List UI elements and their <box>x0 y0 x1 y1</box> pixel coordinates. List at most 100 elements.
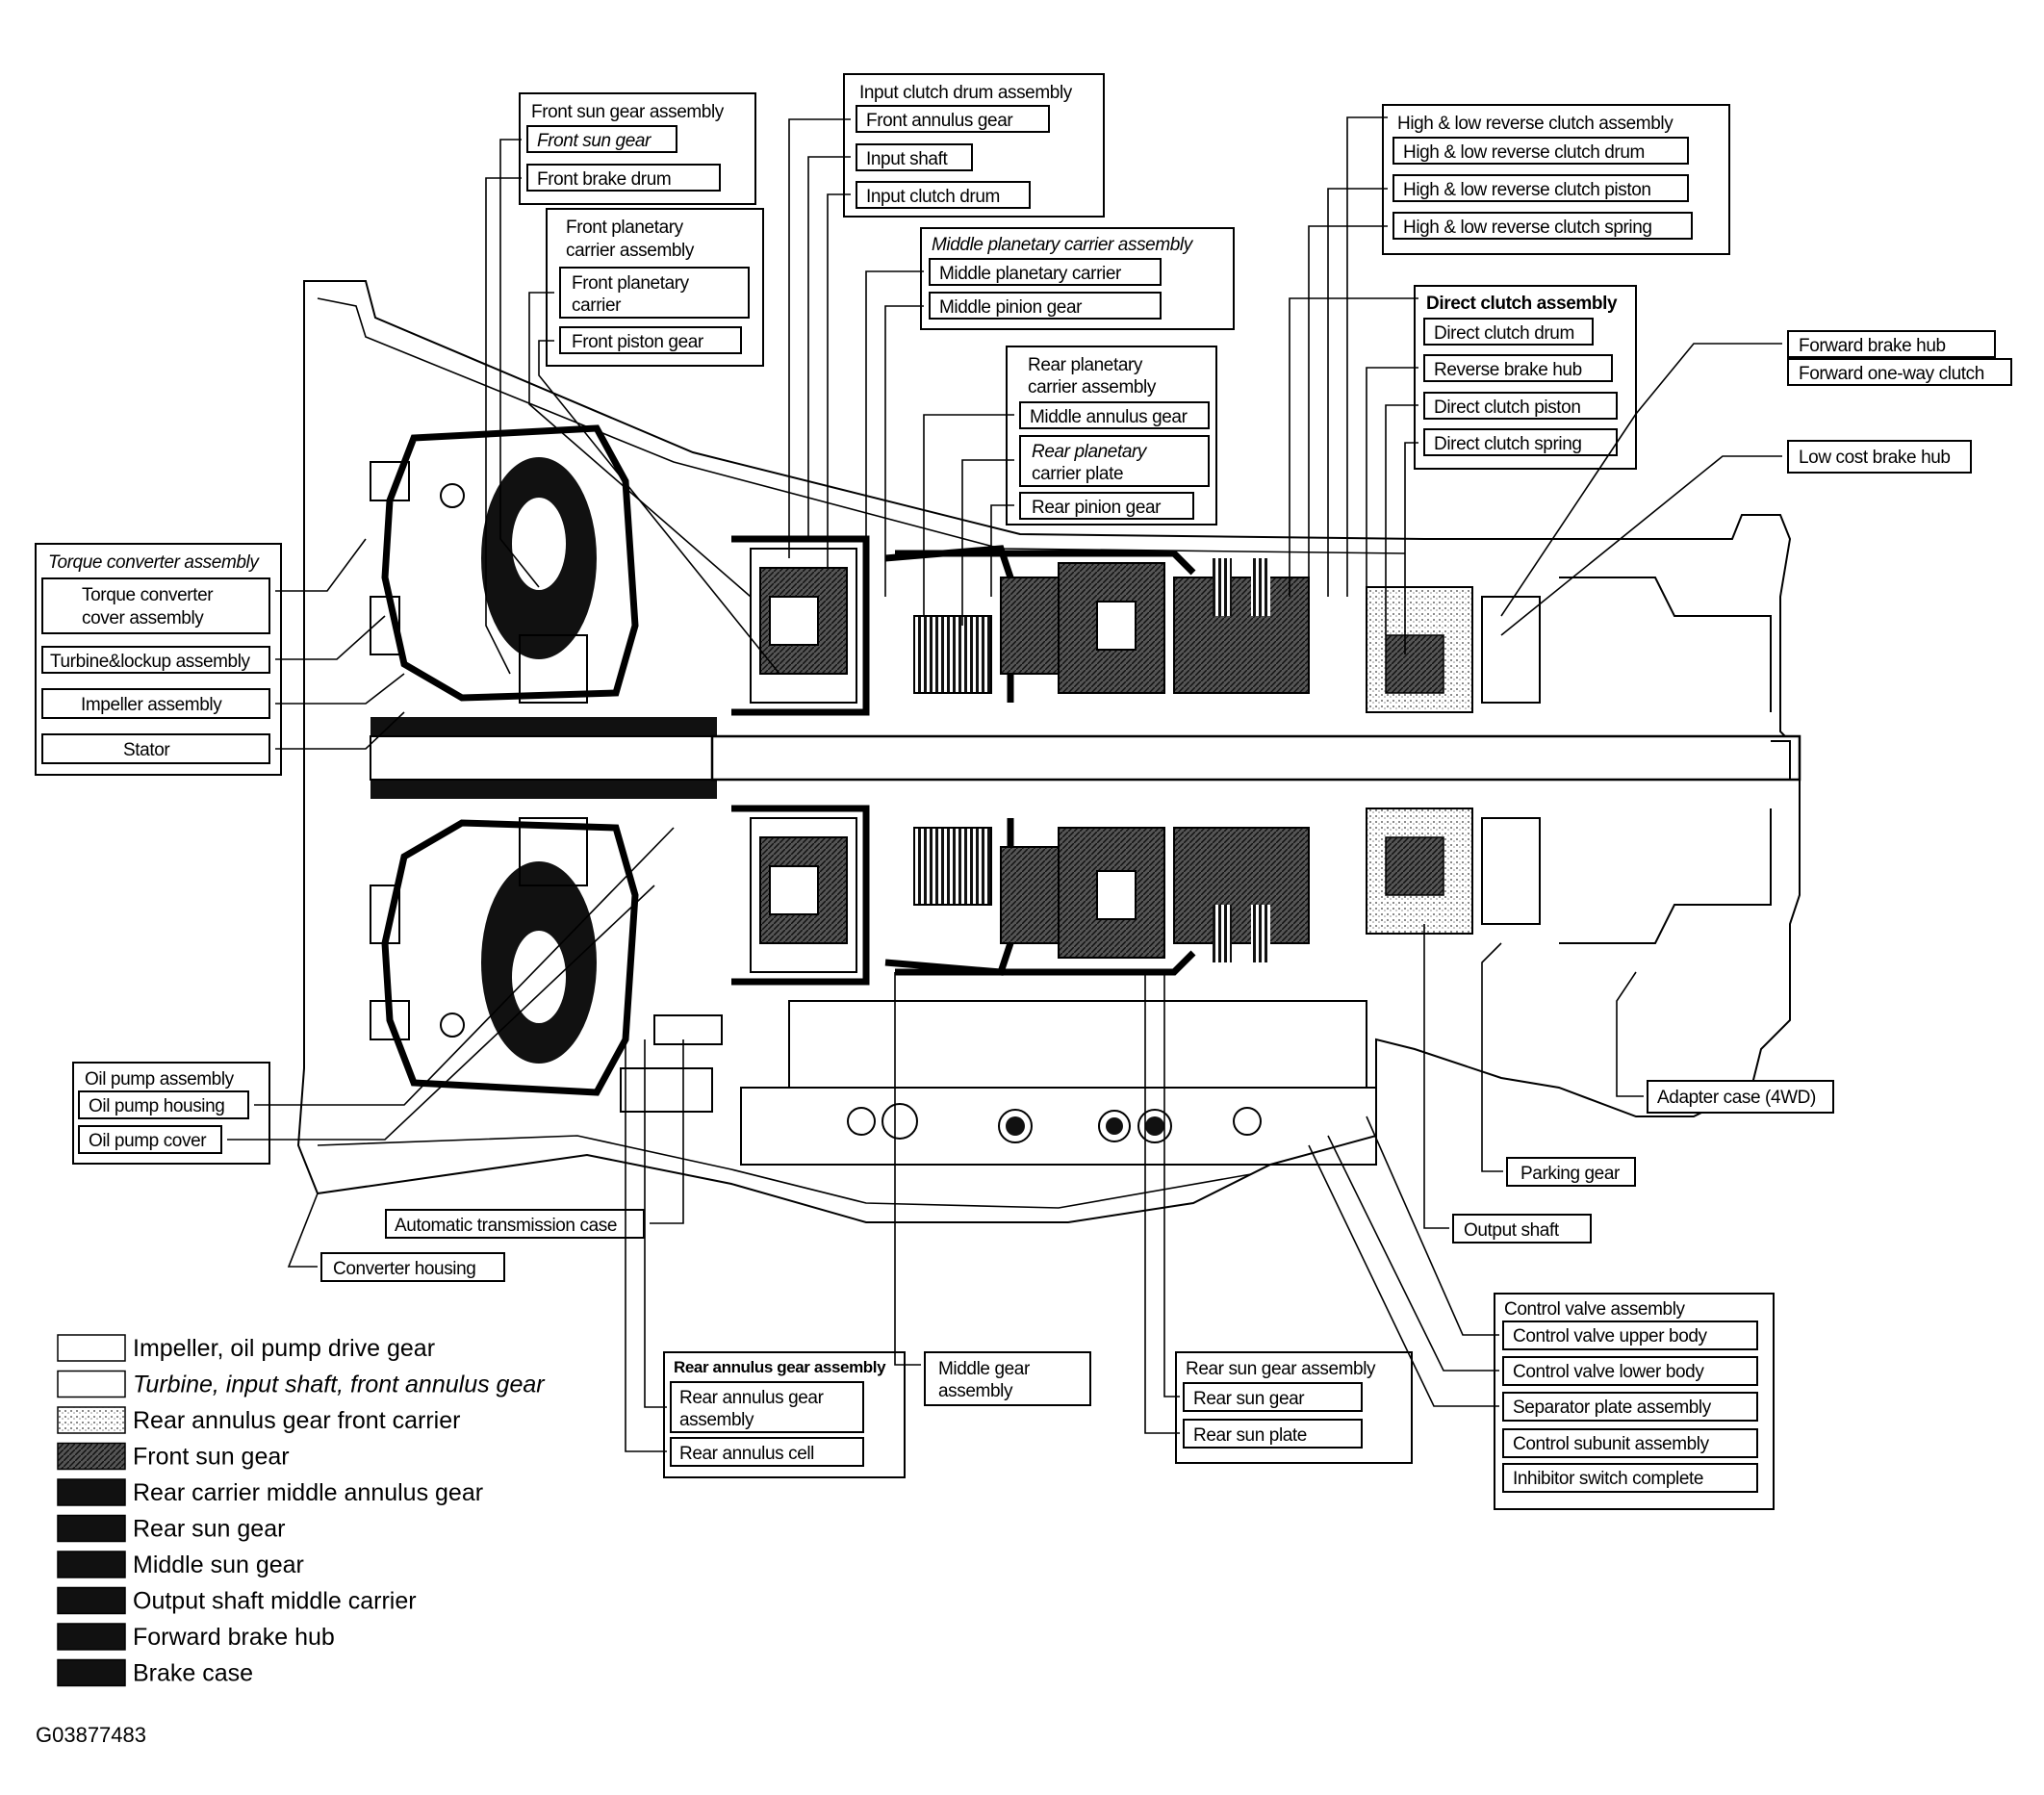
legend-swatch <box>57 1442 126 1471</box>
direct-clutch-spring-label: Direct clutch spring <box>1434 434 1582 454</box>
inhibitor-switch-complete-label: Inhibitor switch complete <box>1513 1469 1703 1489</box>
callout-rear-sun-gear-assembly: Rear sun gear assembly Rear sun gear Rea… <box>1175 1351 1413 1464</box>
legend-swatch <box>57 1370 126 1398</box>
oil-pump-cover-label: Oil pump cover <box>89 1131 207 1151</box>
legend-swatch <box>57 1586 126 1615</box>
rear-sun-plate-label: Rear sun plate <box>1193 1425 1307 1446</box>
legend-swatch <box>57 1514 126 1543</box>
oil-pump-assembly-label: Oil pump assembly <box>85 1069 235 1090</box>
high-low-reverse-clutch-spring-label: High & low reverse clutch spring <box>1403 218 1652 238</box>
torque-converter-assembly-label: Torque converter assembly <box>48 552 260 573</box>
parking-gear-label: Parking gear <box>1520 1164 1621 1184</box>
output-shaft-label: Output shaft <box>1464 1220 1560 1241</box>
rear-planetary-carrier-assembly-label-1: Rear planetary <box>1028 355 1143 375</box>
rear-planetary-carrier-assembly-label-2: carrier assembly <box>1028 377 1157 397</box>
middle-annulus-gear-label: Middle annulus gear <box>1030 407 1188 427</box>
callout-input-clutch-drum-assembly: Input clutch drum assembly Front annulus… <box>843 73 1105 218</box>
reverse-brake-hub-label: Reverse brake hub <box>1434 360 1582 380</box>
legend-label: Output shaft middle carrier <box>133 1588 417 1615</box>
legend-label: Turbine, input shaft, front annulus gear <box>133 1372 546 1398</box>
callout-torque-converter-assembly: Torque converter assembly Torque convert… <box>35 543 282 776</box>
direct-clutch-piston-label: Direct clutch piston <box>1434 397 1581 418</box>
front-brake-drum-label: Front brake drum <box>537 169 671 190</box>
callout-low-cost-brake-hub: Low cost brake hub <box>1787 440 1972 474</box>
torque-converter-cover-assembly-label-1: Torque converter <box>82 585 214 605</box>
forward-one-way-clutch-label: Forward one-way clutch <box>1799 364 1984 384</box>
control-valve-assembly-label: Control valve assembly <box>1504 1299 1686 1320</box>
turbine-lockup-assembly-label: Turbine&lockup assembly <box>50 652 251 672</box>
callout-parking-gear: Parking gear <box>1506 1157 1636 1187</box>
separator-plate-assembly-label: Separator plate assembly <box>1513 1398 1712 1418</box>
oil-pump-housing-label: Oil pump housing <box>89 1096 224 1116</box>
legend-swatch <box>57 1406 126 1434</box>
rear-sun-gear-label: Rear sun gear <box>1193 1389 1305 1409</box>
front-planetary-carrier-assembly-label-1: Front planetary <box>566 218 684 238</box>
rear-annulus-cell-label: Rear annulus cell <box>679 1444 814 1464</box>
direct-clutch-drum-label: Direct clutch drum <box>1434 323 1574 344</box>
callout-middle-planetary-carrier-assembly: Middle planetary carrier assembly Middle… <box>920 227 1235 330</box>
automatic-transmission-case-label: Automatic transmission case <box>395 1216 617 1236</box>
rear-planetary-carrier-plate-label-2: carrier plate <box>1032 464 1123 484</box>
middle-gear-assembly-label-1: Middle gear <box>938 1359 1031 1379</box>
forward-brake-hub-label: Forward brake hub <box>1799 336 1946 356</box>
callout-oil-pump-assembly: Oil pump assembly Oil pump housing Oil p… <box>72 1062 270 1165</box>
legend-label: Rear sun gear <box>133 1516 285 1543</box>
rear-sun-gear-assembly-label: Rear sun gear assembly <box>1186 1359 1376 1379</box>
torque-converter-cover-assembly-label-2: cover assembly <box>82 608 204 628</box>
legend-label: Impeller, oil pump drive gear <box>133 1335 435 1362</box>
stator-label: Stator <box>123 740 170 760</box>
high-low-reverse-clutch-piston-label: High & low reverse clutch piston <box>1403 180 1651 200</box>
input-clutch-drum-label: Input clutch drum <box>866 187 1000 207</box>
front-piston-gear-label: Front piston gear <box>572 332 704 352</box>
middle-pinion-gear-label: Middle pinion gear <box>939 297 1083 318</box>
legend-label: Forward brake hub <box>133 1624 335 1651</box>
callout-direct-clutch-assembly: Direct clutch assembly Direct clutch dru… <box>1414 285 1637 470</box>
legend-swatch <box>57 1551 126 1578</box>
input-shaft-label: Input shaft <box>866 149 948 169</box>
low-cost-brake-hub-label: Low cost brake hub <box>1799 448 1951 468</box>
front-sun-gear-label: Front sun gear <box>537 131 652 151</box>
front-planetary-carrier-label-2: carrier <box>572 295 622 316</box>
rear-annulus-gear-assembly-label: Rear annulus gear assembly <box>674 1358 886 1376</box>
front-sun-gear-assembly-label: Front sun gear assembly <box>531 102 725 122</box>
middle-planetary-carrier-label: Middle planetary carrier <box>939 264 1122 284</box>
callout-front-planetary-carrier-assembly: Front planetary carrier assembly Front p… <box>546 208 764 367</box>
callout-forward-brake-hub: Forward brake hub Forward one-way clutch <box>1787 330 2012 386</box>
legend-swatch <box>57 1623 126 1651</box>
high-low-reverse-clutch-assembly-label: High & low reverse clutch assembly <box>1397 114 1674 134</box>
adapter-case-label: Adapter case (4WD) <box>1657 1088 1816 1108</box>
callout-middle-gear-assembly: Middle gear assembly <box>924 1351 1091 1406</box>
transmission-drawing <box>296 280 1801 1223</box>
callout-front-sun-gear-assembly: Front sun gear assembly Front sun gear F… <box>519 92 756 205</box>
legend-label: Rear annulus gear front carrier <box>133 1407 460 1434</box>
legend-label: Front sun gear <box>133 1444 290 1471</box>
rear-planetary-carrier-plate-label-1: Rear planetary <box>1032 442 1148 462</box>
figure-id: G03877483 <box>36 1723 146 1747</box>
high-low-reverse-clutch-drum-label: High & low reverse clutch drum <box>1403 142 1645 163</box>
callout-rear-annulus-gear-assembly: Rear annulus gear assembly Rear annulus … <box>663 1351 906 1478</box>
rear-pinion-gear-label: Rear pinion gear <box>1032 498 1162 518</box>
legend-label: Middle sun gear <box>133 1551 304 1578</box>
callout-high-low-reverse-clutch-assembly: High & low reverse clutch assembly High … <box>1382 104 1730 255</box>
front-planetary-carrier-assembly-label-2: carrier assembly <box>566 241 695 261</box>
legend-swatch <box>57 1334 126 1362</box>
callout-output-shaft: Output shaft <box>1452 1214 1592 1244</box>
converter-housing-label: Converter housing <box>333 1259 475 1279</box>
front-annulus-gear-label: Front annulus gear <box>866 111 1013 131</box>
callout-automatic-transmission-case: Automatic transmission case <box>385 1209 645 1239</box>
callout-rear-planetary-carrier-assembly: Rear planetary carrier assembly Middle a… <box>1006 346 1217 526</box>
control-subunit-assembly-label: Control subunit assembly <box>1513 1434 1710 1454</box>
legend-swatch <box>57 1478 126 1506</box>
legend-swatch <box>57 1658 126 1687</box>
middle-planetary-carrier-assembly-label: Middle planetary carrier assembly <box>932 235 1194 255</box>
input-clutch-drum-assembly-label: Input clutch drum assembly <box>859 83 1073 103</box>
control-valve-upper-body-label: Control valve upper body <box>1513 1326 1708 1346</box>
control-valve-lower-body-label: Control valve lower body <box>1513 1362 1704 1382</box>
callout-control-valve-assembly: Control valve assembly Control valve upp… <box>1494 1293 1775 1510</box>
front-planetary-carrier-label-1: Front planetary <box>572 273 690 294</box>
middle-gear-assembly-label-2: assembly <box>938 1381 1013 1401</box>
impeller-assembly-label: Impeller assembly <box>81 695 222 715</box>
legend-label: Rear carrier middle annulus gear <box>133 1479 483 1506</box>
